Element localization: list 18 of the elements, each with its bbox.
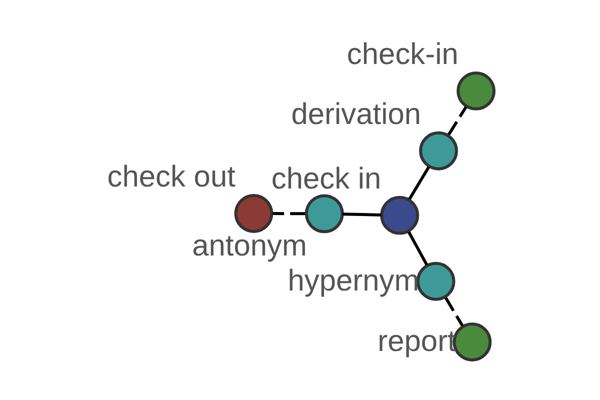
connector: [406, 231, 428, 266]
node-circle: [234, 194, 273, 233]
connector: [444, 297, 464, 327]
node-label: check-in: [346, 38, 458, 72]
node-label: check in: [270, 162, 381, 196]
connector: [408, 166, 430, 200]
node-circle: [416, 262, 455, 301]
connector: [342, 212, 381, 216]
node-circle: [418, 131, 458, 170]
node-label: antonym: [192, 230, 306, 263]
connector: [447, 106, 467, 136]
node-label: derivation: [290, 98, 421, 131]
node-circle: [380, 196, 419, 235]
node-label: hypernym: [287, 264, 419, 298]
connector: [272, 212, 305, 216]
node-circle: [456, 72, 496, 110]
node-label: check out: [106, 160, 235, 194]
node-circle: [304, 194, 344, 234]
